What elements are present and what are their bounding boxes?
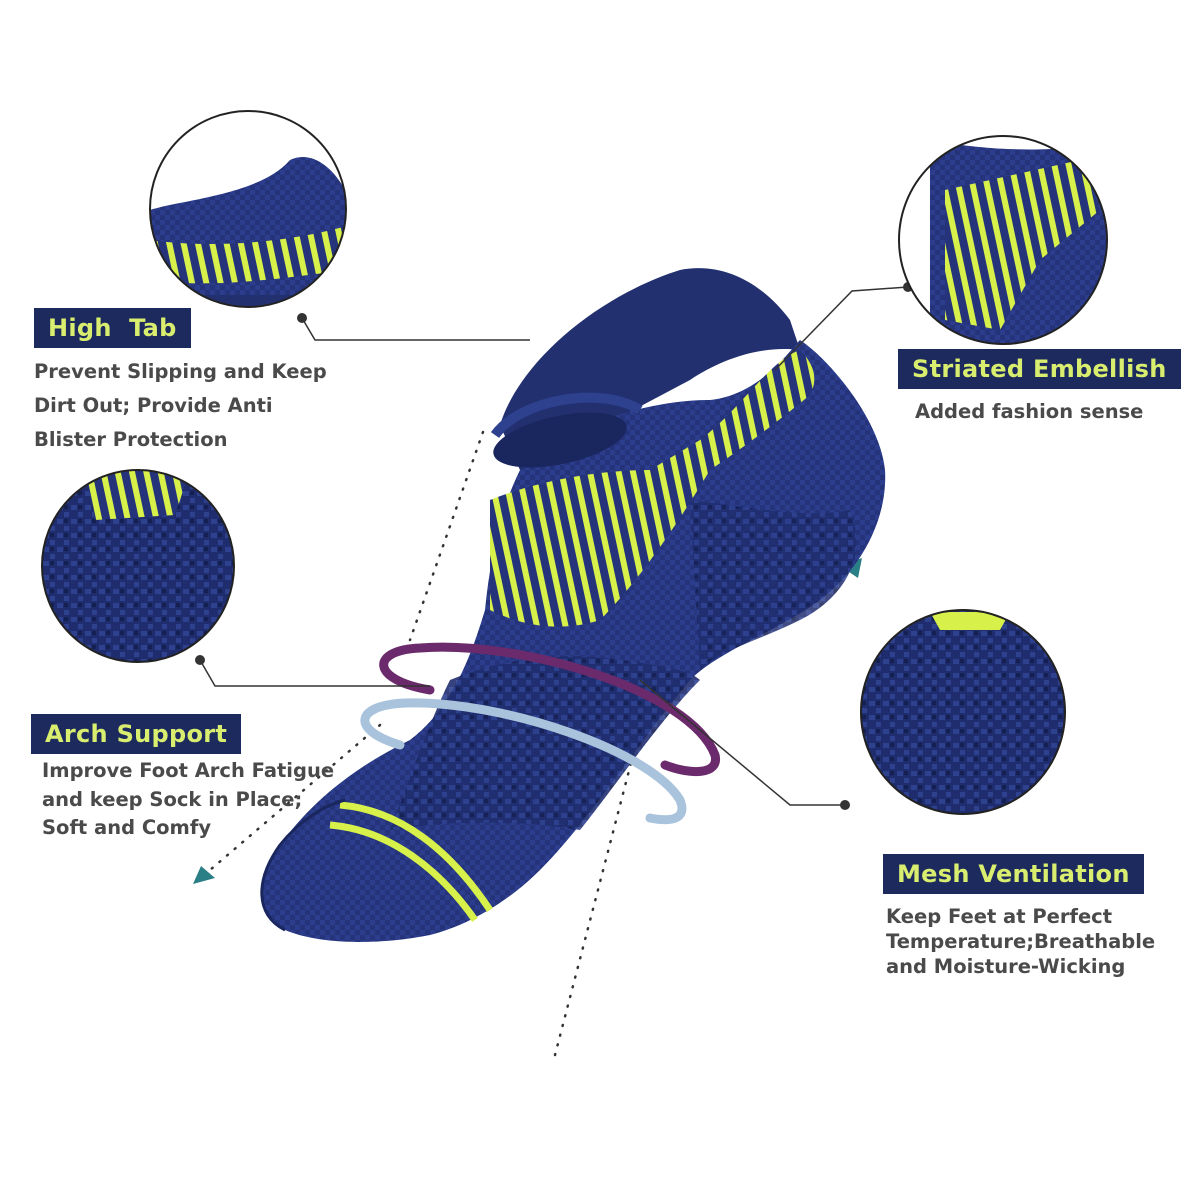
fit-rings	[360, 642, 720, 825]
mesh-ventilation-title: Mesh Ventilation	[883, 854, 1144, 894]
striated-line-1: Added fashion sense	[915, 400, 1144, 423]
mesh-line-3: and Moisture-Wicking	[886, 955, 1126, 978]
mesh-line-1: Keep Feet at Perfect	[886, 905, 1113, 928]
striated-embellish-description: Added fashion sense	[915, 395, 1143, 429]
arch-support-title: Arch Support	[31, 714, 242, 754]
high-tab-description: Prevent Slipping and Keep Dirt Out; Prov…	[34, 355, 327, 457]
detail-circle-high-tab	[149, 110, 347, 308]
arrow-down-icon	[193, 866, 215, 884]
arch-line-2: and keep Sock in Place;	[42, 787, 303, 811]
arch-line-1: Improve Foot Arch Fatigue	[42, 759, 335, 782]
high-tab-line-2: Dirt Out; Provide Anti	[34, 394, 273, 417]
arch-line-3: Soft and Comfy	[42, 816, 212, 839]
mesh-line-2: Temperature;Breathable	[886, 930, 1156, 953]
striated-embellish-title: Striated Embellish	[898, 349, 1181, 389]
sock-illustration	[260, 268, 886, 942]
detail-circle-striated	[898, 135, 1108, 345]
high-tab-line-1: Prevent Slipping and Keep	[34, 360, 327, 383]
mesh-ventilation-description: Keep Feet at Perfect Temperature;Breatha…	[886, 904, 1155, 979]
high-tab-line-3: Blister Protection	[34, 428, 228, 451]
detail-circle-arch	[41, 469, 235, 663]
arch-support-description: Improve Foot Arch Fatigue and keep Sock …	[42, 757, 334, 843]
detail-circle-mesh	[860, 609, 1066, 815]
high-tab-title: High Tab	[34, 308, 191, 348]
leader-lines	[199, 286, 909, 806]
